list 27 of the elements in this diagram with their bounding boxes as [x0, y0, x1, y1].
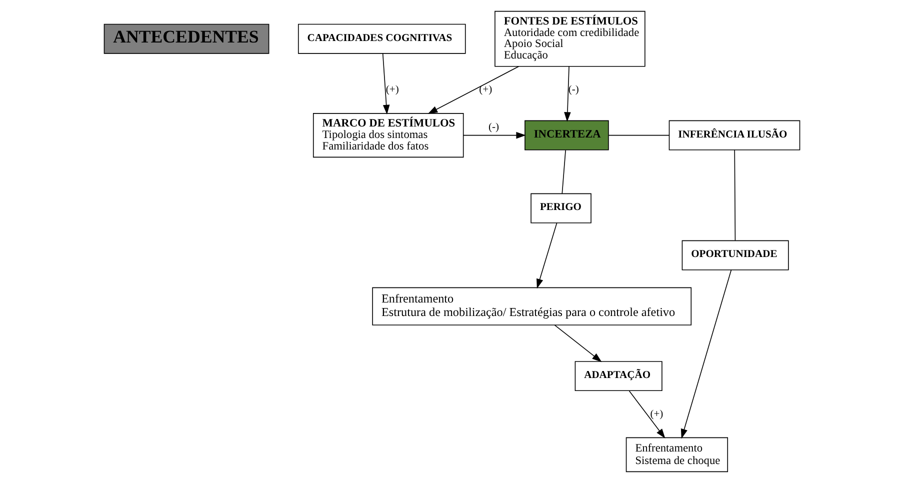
arrow: [628, 390, 666, 438]
edge-label: (+): [650, 408, 664, 420]
node-box: FONTES DE ESTÍMULOS Autoridade com credibilidade Apoio Social Educação: [494, 10, 646, 67]
arrow: [564, 66, 571, 122]
node-box: OPORTUNIDADE: [682, 240, 789, 270]
arrow: [536, 222, 558, 289]
node-box: Enfrentamento Estrutura de mobilização/ Estratégias para o controle afetivo: [372, 287, 692, 326]
edge-label: (+): [386, 84, 399, 96]
connector: [734, 150, 736, 241]
arrow: [680, 270, 732, 439]
edge-label: (+): [479, 84, 492, 96]
node-box: ADAPTAÇÃO: [574, 361, 662, 392]
node-box: Enfrentamento Sistema de choque: [626, 437, 728, 472]
arrow: [554, 324, 602, 362]
node-box: MARCO DE ESTÍMULOS Tipologia dos sintomas Familiaridade dos fatos: [312, 113, 464, 158]
node-box: ANTECEDENTES: [104, 24, 270, 54]
arrow: [463, 132, 526, 139]
arrow: [382, 53, 390, 115]
edge-label: (-): [488, 122, 499, 133]
connector: [562, 150, 566, 194]
node-box: CAPACIDADES COGNITIVAS: [298, 24, 466, 54]
node-box: INFERÊNCIA ILUSÃO: [668, 120, 800, 150]
node-box: INCERTEZA: [524, 120, 609, 150]
connector: [608, 134, 670, 136]
node-box: PERIGO: [530, 193, 592, 224]
edge-label: (-): [568, 84, 579, 96]
arrow: [428, 66, 520, 114]
